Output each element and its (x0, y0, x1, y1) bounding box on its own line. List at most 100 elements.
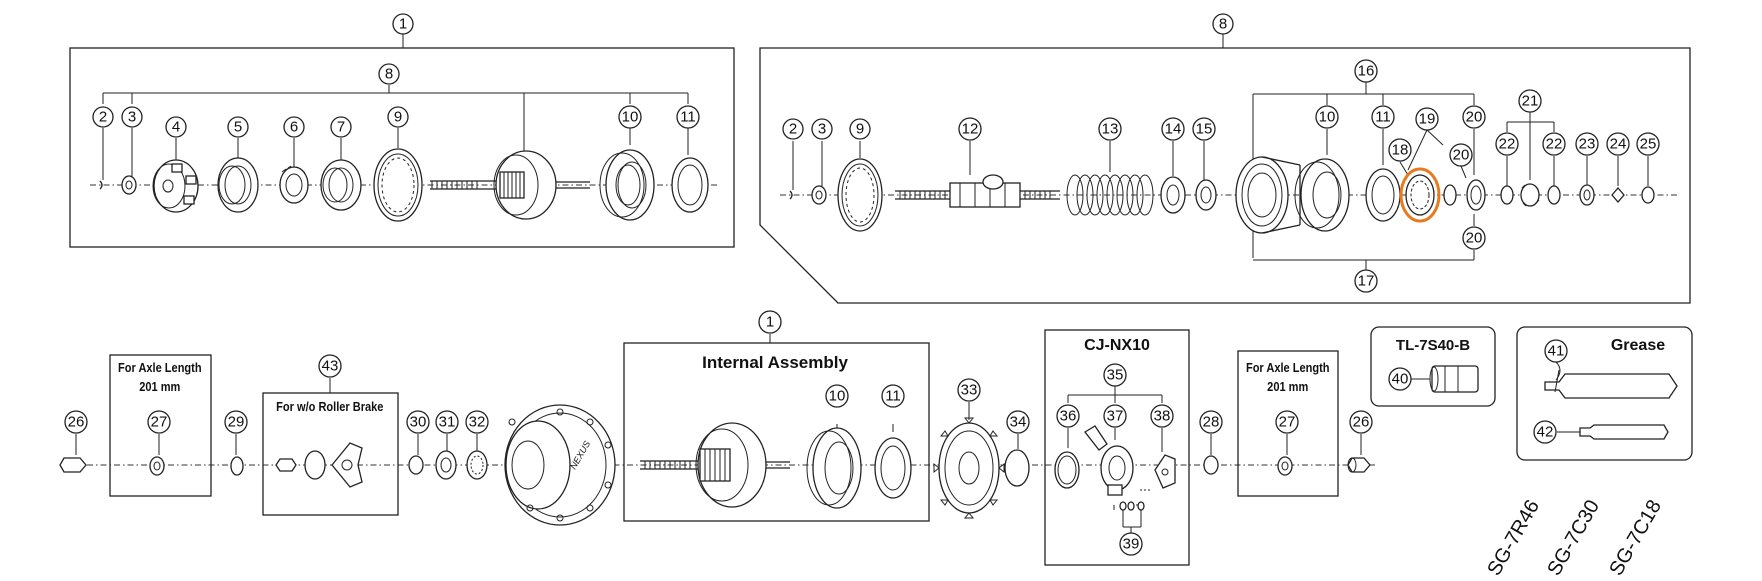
svg-text:10: 10 (1319, 109, 1336, 126)
svg-text:2: 2 (99, 109, 107, 126)
svg-text:3: 3 (818, 121, 826, 138)
internal-assembly-label: Internal Assembly (702, 353, 848, 372)
part-23-lock-nut (1579, 184, 1595, 206)
svg-text:41: 41 (1548, 343, 1565, 360)
part-13-spring (1066, 174, 1154, 216)
part-19-washer (1443, 184, 1457, 206)
part-26-axle-nut-right (1347, 434, 1371, 473)
callout-15: 15 (1192, 117, 1216, 141)
svg-text:11: 11 (1375, 109, 1391, 126)
svg-text:17: 17 (1358, 273, 1375, 290)
callout-10a: 10 (618, 105, 642, 129)
svg-text:7: 7 (337, 119, 345, 136)
svg-text:9: 9 (856, 121, 864, 138)
svg-text:12: 12 (962, 121, 979, 138)
svg-text:10: 10 (829, 388, 846, 405)
callout-11a: 11 (676, 105, 700, 129)
callout-22a: 22 (1495, 132, 1519, 156)
svg-text:25: 25 (1640, 136, 1657, 153)
svg-text:40: 40 (1392, 371, 1409, 388)
model-label-3: SG-7C18 (1605, 496, 1666, 579)
svg-text:22: 22 (1546, 136, 1563, 153)
part-25-nut (1641, 186, 1655, 204)
cj-nx10-box (1044, 329, 1190, 566)
callout-9a: 9 (387, 106, 409, 128)
svg-text:30: 30 (410, 414, 427, 431)
part-24-washer (1611, 187, 1625, 203)
callout-21: 21 (1518, 89, 1542, 113)
model-label-1: SG-7R46 (1483, 496, 1544, 579)
svg-text:23: 23 (1579, 136, 1596, 153)
part-11-seal-b (1365, 168, 1401, 222)
callout-9b: 9 (849, 118, 871, 140)
svg-text:5: 5 (234, 119, 242, 136)
callout-23: 23 (1575, 132, 1599, 156)
svg-text:37: 37 (1107, 408, 1124, 425)
assembly-detail-box (69, 33, 735, 248)
callout-24: 24 (1606, 132, 1630, 156)
part-30-nut (408, 434, 424, 475)
callout-6: 6 (283, 116, 305, 138)
callout-20c: 20 (1462, 226, 1486, 250)
svg-text:26: 26 (1353, 414, 1370, 431)
part-7-clutch-ring (320, 159, 362, 211)
part-driver (1235, 156, 1301, 234)
callout-7: 7 (330, 116, 352, 138)
svg-text:35: 35 (1107, 367, 1124, 384)
grease-box (1516, 326, 1693, 461)
svg-text:16: 16 (1358, 63, 1375, 80)
svg-text:27: 27 (151, 414, 168, 431)
callout-20a: 20 (1462, 105, 1486, 129)
callout-11c: 11 (881, 384, 905, 408)
model-label-2: SG-7C30 (1543, 496, 1604, 579)
callout-4: 4 (165, 116, 187, 138)
callout-35: 35 (1103, 363, 1127, 387)
svg-text:11: 11 (680, 109, 696, 126)
callout-19: 19 (1415, 107, 1439, 131)
callout-30: 30 (406, 410, 430, 434)
svg-text:32: 32 (469, 414, 486, 431)
svg-text:8: 8 (1219, 16, 1227, 33)
svg-text:22: 22 (1499, 136, 1516, 153)
callout-34: 34 (1006, 410, 1030, 434)
callout-39: 39 (1119, 532, 1143, 556)
svg-text:15: 15 (1196, 121, 1213, 138)
part-32-bearing (466, 434, 488, 480)
axle-length-left-line1: For Axle Length (118, 360, 202, 375)
callout-27b: 27 (1275, 410, 1299, 434)
part-18-bearing (1399, 167, 1441, 223)
part-3-nut (121, 175, 137, 195)
callout-5: 5 (227, 116, 249, 138)
callout-16: 16 (1354, 59, 1378, 83)
svg-text:31: 31 (439, 414, 456, 431)
svg-text:39: 39 (1123, 536, 1140, 553)
grease-label: Grease (1611, 337, 1665, 354)
svg-text:2: 2 (789, 121, 797, 138)
hub-shell: NEXUS (504, 404, 616, 526)
tool-label: TL-7S40-B (1396, 337, 1470, 354)
part-31-cone (435, 434, 457, 480)
part-9-pawl-ring (373, 148, 423, 222)
part-12-axle-assembly (895, 174, 1060, 208)
highlight-ring (1399, 167, 1441, 223)
cj-nx10-label: CJ-NX10 (1084, 337, 1150, 354)
callout-14: 14 (1161, 117, 1185, 141)
part-6-sun-gear (279, 165, 309, 204)
svg-text:8: 8 (385, 66, 393, 83)
callout-1-top: 1 (392, 13, 414, 35)
part-11-seal (671, 157, 709, 213)
callout-18: 18 (1388, 138, 1412, 162)
internal-assembly-box (623, 334, 930, 522)
roller-brake-label: For w/o Roller Brake (276, 399, 384, 414)
callout-33: 33 (957, 378, 981, 402)
svg-text:28: 28 (1203, 414, 1220, 431)
svg-text:26: 26 (68, 414, 85, 431)
axle-length-box-right (1237, 350, 1339, 497)
part-3-nut-b (811, 185, 827, 205)
roller-brake-box (262, 378, 399, 516)
part-22-washer-b (1547, 185, 1561, 205)
callout-12: 12 (958, 117, 982, 141)
svg-text:11: 11 (885, 388, 901, 405)
callout-41: 41 (1544, 339, 1568, 363)
axle-length-right-line2: 201 mm (1267, 379, 1308, 394)
